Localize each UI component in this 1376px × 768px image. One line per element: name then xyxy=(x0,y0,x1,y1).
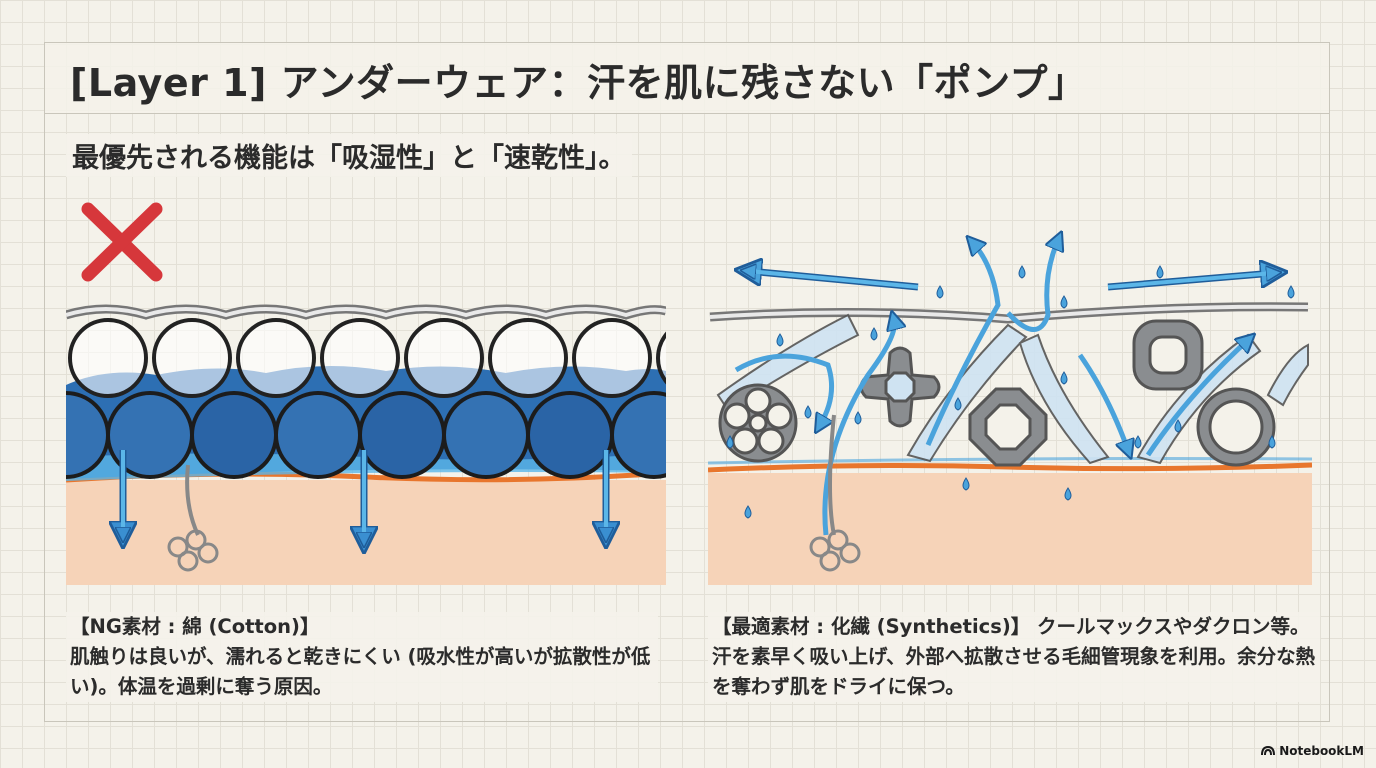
logo-text: NotebookLM xyxy=(1279,744,1364,758)
sweat-droplet xyxy=(1060,295,1068,309)
sweat-droplet xyxy=(1287,285,1295,299)
notebooklm-logo-icon xyxy=(1261,746,1276,756)
slide-title: [Layer 1] アンダーウェア：汗を肌に残さない「ポンプ」 xyxy=(70,61,1087,105)
sweat-droplet xyxy=(804,405,812,419)
sweat-droplet xyxy=(962,477,970,491)
synthetics-diagram xyxy=(708,195,1312,585)
wet-cotton-fiber xyxy=(190,391,278,479)
wet-cotton-fiber xyxy=(66,391,110,479)
cotton-fiber xyxy=(488,318,568,398)
sweat-droplet xyxy=(1134,435,1142,449)
sweat-droplets xyxy=(726,265,1295,519)
cotton-fibers-dry-row xyxy=(68,318,666,398)
sweat-droplet xyxy=(1060,371,1068,385)
skin-surface xyxy=(708,462,1312,473)
cotton-diagram xyxy=(66,202,666,585)
cotton-fiber xyxy=(236,318,316,398)
sweat-droplet xyxy=(1018,265,1026,279)
evaporation-arrows xyxy=(748,271,1274,291)
synthetic-fiber-cross-sections xyxy=(718,319,1276,467)
cotton-caption: 【NG素材 : 綿 (Cotton)】 肌触りは良いが、濡れると乾きにくい (吸… xyxy=(66,612,658,702)
cross-mark-icon xyxy=(81,202,163,282)
skin-layer xyxy=(708,473,1312,585)
sweat-droplet xyxy=(936,285,944,299)
sweat-droplet xyxy=(854,411,862,425)
synthetics-caption-body: クールマックスやダクロン等。汗を素早く吸い上げ、外部へ拡散させる毛細管現象を利用… xyxy=(712,615,1316,698)
cotton-fiber xyxy=(572,318,652,398)
sweat-droplet xyxy=(1268,435,1276,449)
cotton-fiber xyxy=(152,318,232,398)
synthetics-caption-heading: 【最適素材 : 化繊 (Synthetics)】 xyxy=(712,615,1031,638)
wet-cotton-fiber xyxy=(442,391,530,479)
cotton-fiber xyxy=(68,318,148,398)
sweat-droplet xyxy=(1064,487,1072,501)
sweat-droplet xyxy=(870,327,878,341)
sweat-droplet xyxy=(726,435,734,449)
wet-cotton-fiber xyxy=(526,391,614,479)
cotton-fiber xyxy=(656,331,666,385)
sweat-droplet xyxy=(954,397,962,411)
cotton-fibers-wet-row xyxy=(66,391,666,479)
wet-cotton-fiber xyxy=(358,391,446,479)
sweat-droplet xyxy=(776,333,784,347)
heat-loss-arrows xyxy=(123,450,606,540)
sweat-droplet xyxy=(1156,265,1164,279)
hair-follicle xyxy=(167,464,219,572)
cotton-caption-heading: 【NG素材 : 綿 (Cotton)】 xyxy=(70,615,320,638)
slide-frame xyxy=(44,42,1330,722)
cotton-fiber xyxy=(404,318,484,398)
cotton-caption-body: 肌触りは良いが、濡れると乾きにくい (吸水性が高いが拡散性が低い)。体温を過剰に… xyxy=(70,645,651,698)
fiber-strands xyxy=(716,313,1309,465)
hair-follicle xyxy=(809,414,861,572)
cotton-fiber xyxy=(320,318,400,398)
title-bar xyxy=(45,43,1329,114)
slide-subtitle: 最優先される機能は「吸湿性」と「速乾性」。 xyxy=(66,134,632,177)
synthetics-caption: 【最適素材 : 化繊 (Synthetics)】 クールマックスやダクロン等。汗… xyxy=(708,612,1320,702)
wet-cotton-fiber xyxy=(610,391,666,479)
sweat-droplet xyxy=(744,505,752,519)
notebooklm-logo: NotebookLM xyxy=(1261,744,1364,758)
wet-cotton-fiber xyxy=(274,391,362,479)
wicking-arrows xyxy=(734,240,1248,536)
sweat-droplet xyxy=(1174,419,1182,433)
